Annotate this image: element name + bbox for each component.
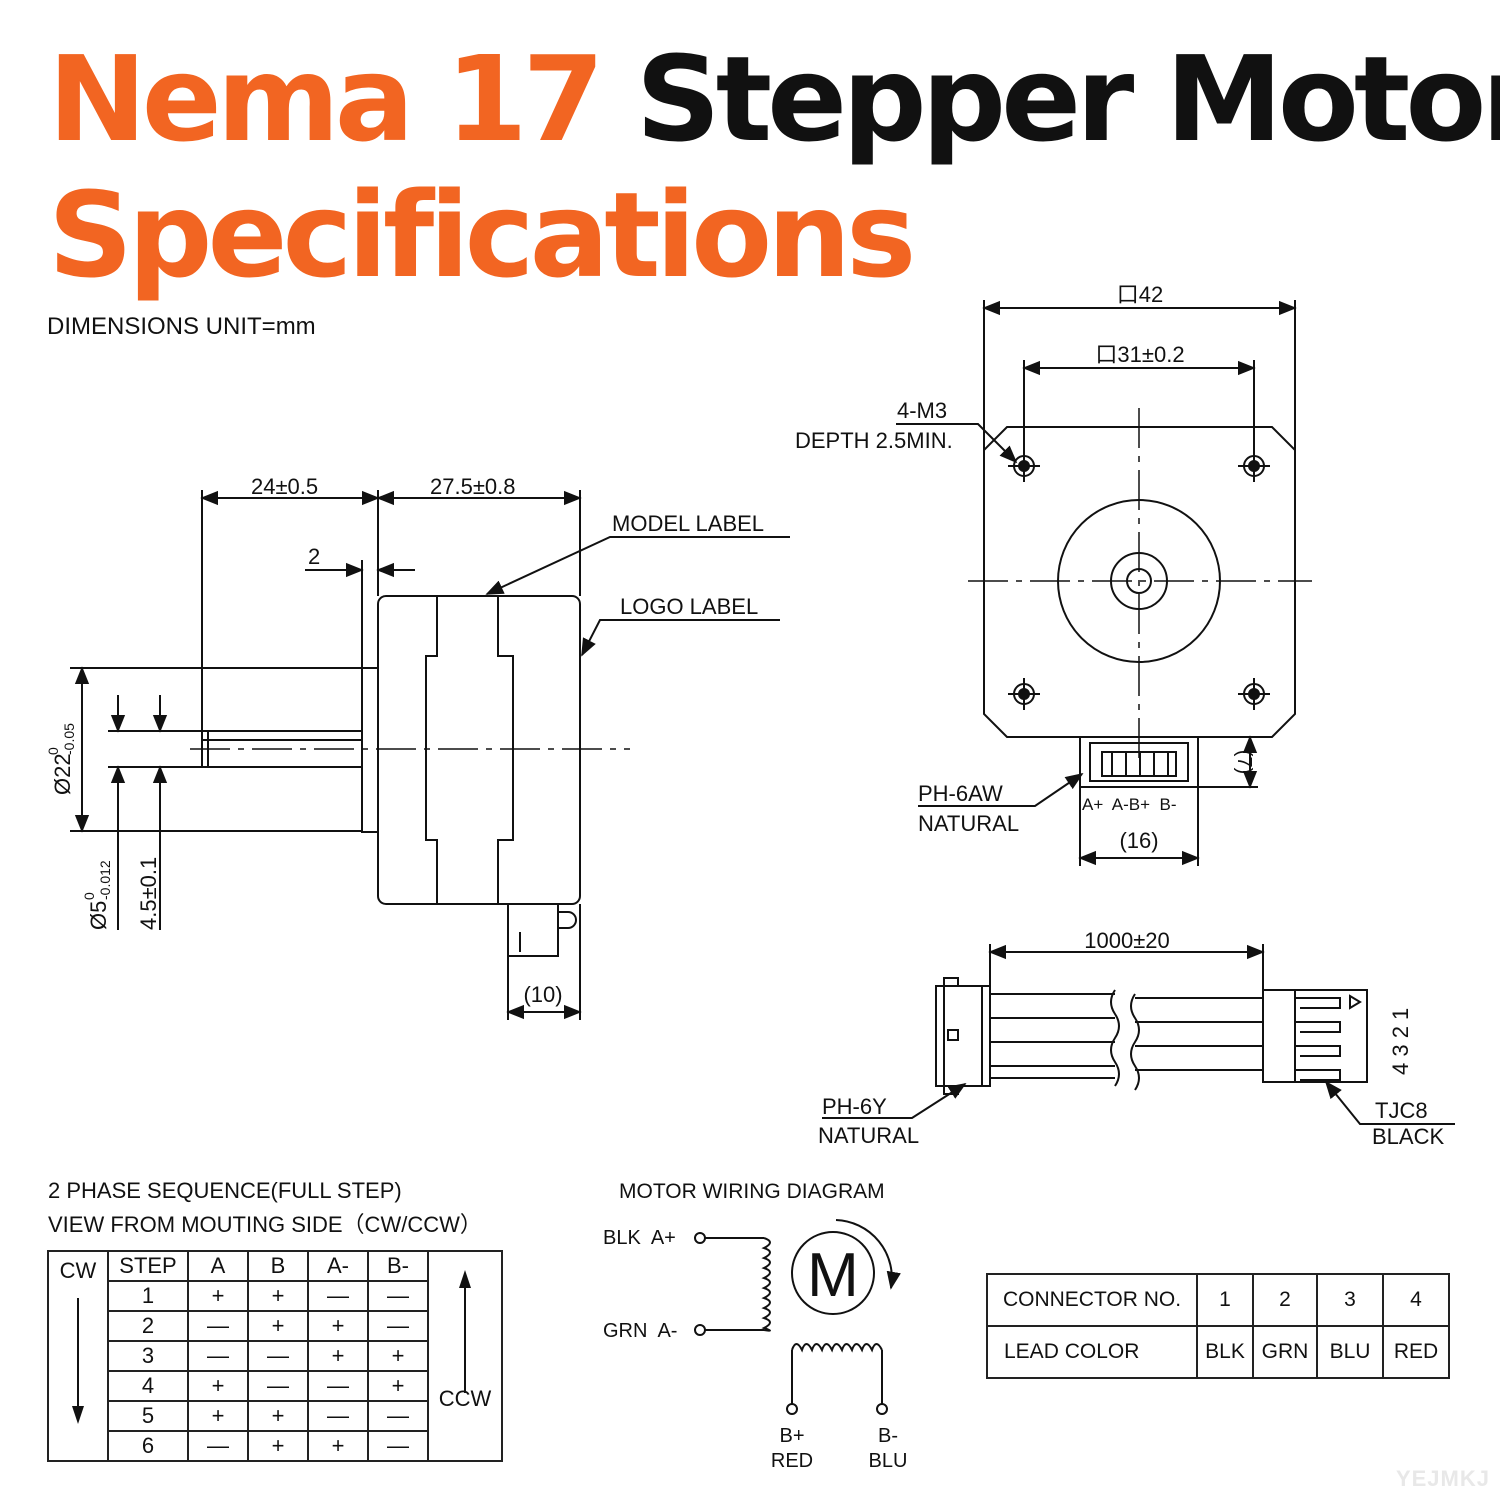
- sequence-heading-2: VIEW FROM MOUTING SIDE（CW/CCW）: [48, 1212, 482, 1237]
- body-groove-left: [425, 596, 438, 904]
- ph-6aw-natural: NATURAL: [918, 811, 1019, 836]
- ccw-arrow-icon: [459, 1270, 471, 1393]
- cable-length: 1000±20: [1084, 928, 1170, 953]
- lead-color-3: BLU: [1316, 1325, 1384, 1379]
- wiring-title: MOTOR WIRING DIAGRAM: [619, 1180, 885, 1203]
- dim-7: (7): [1233, 750, 1255, 774]
- motor-letter: M: [807, 1241, 859, 1310]
- connector-no-3: 3: [1316, 1273, 1384, 1327]
- title-stepper-motor: Stepper Motor: [635, 30, 1500, 168]
- table-row: 4+——+: [48, 1370, 502, 1402]
- svg-text:Ø5: Ø5: [86, 901, 111, 930]
- table-row: 1++——: [48, 1280, 502, 1312]
- tjc8-pin-numbers: 4 3 2 1: [1388, 1008, 1413, 1075]
- ph-6y-natural: NATURAL: [818, 1123, 919, 1148]
- header-a-minus: A-: [307, 1250, 369, 1282]
- tjc8-black: BLACK: [1372, 1124, 1444, 1149]
- ccw-column: CCW: [427, 1250, 503, 1462]
- dim-4-5: 4.5±0.1: [136, 857, 161, 930]
- screw-spec-2: DEPTH 2.5MIN.: [795, 428, 953, 453]
- motor-symbol-icon: [791, 1231, 875, 1315]
- label-blu: BLU: [869, 1450, 908, 1472]
- table-row: 3——++: [48, 1340, 502, 1372]
- body-groove-right: [497, 596, 514, 904]
- label-grn-a-minus: GRN A-: [603, 1320, 677, 1342]
- dim-10: (10): [523, 982, 562, 1007]
- coil-a-icon: [761, 1237, 771, 1332]
- svg-text:0: 0: [45, 747, 61, 755]
- table-row: 6—++—: [48, 1430, 502, 1462]
- table-row: CW STEP A B A- B- CCW: [47, 1250, 503, 1462]
- phase-sequence-table: CW STEP A B A- B- CCW 1++—— 2—++— 3——++ …: [47, 1250, 503, 1462]
- table-row: CONNECTOR NO. 1 2 3 4: [986, 1273, 1450, 1327]
- cw-arrow-icon: [72, 1298, 84, 1424]
- connector-housing: [507, 903, 559, 957]
- lead-color-4: RED: [1382, 1325, 1450, 1379]
- pin-labels: A+ A-B+ B-: [1082, 795, 1177, 814]
- label-b-plus: B+: [779, 1425, 804, 1447]
- terminal-b-plus: [786, 1403, 798, 1415]
- sequence-heading-1: 2 PHASE SEQUENCE(FULL STEP): [48, 1178, 402, 1203]
- page-title-line-1: Nema 17 Stepper Motor: [48, 40, 1500, 158]
- lead-color-2: GRN: [1252, 1325, 1318, 1379]
- ph-6aw-connector: [1079, 736, 1199, 788]
- table-row: 5++——: [48, 1400, 502, 1432]
- connector-no-label: CONNECTOR NO.: [986, 1273, 1198, 1327]
- dim-2: 2: [308, 544, 320, 569]
- svg-text:-0.012: -0.012: [97, 860, 113, 900]
- tjc8-label: TJC8: [1375, 1098, 1428, 1123]
- motor-face: [983, 426, 1296, 738]
- model-label: MODEL LABEL: [612, 511, 764, 536]
- units-note: DIMENSIONS UNIT=mm: [47, 313, 316, 340]
- screw-spec-1: 4-M3: [897, 398, 947, 423]
- connector-table: CONNECTOR NO. 1 2 3 4 LEAD COLOR BLK GRN…: [986, 1273, 1450, 1379]
- dim-16: (16): [1119, 828, 1158, 853]
- lead-color-label: LEAD COLOR: [986, 1325, 1198, 1379]
- screw-holes: [1008, 450, 1270, 710]
- terminal-b-minus: [876, 1403, 888, 1415]
- svg-text:0: 0: [81, 892, 97, 900]
- logo-label: LOGO LABEL: [620, 594, 758, 619]
- label-b-minus: B-: [878, 1425, 898, 1447]
- cw-column: CW: [47, 1250, 109, 1462]
- terminal-a-plus: [694, 1232, 706, 1244]
- label-blk-a-plus: BLK A+: [603, 1227, 676, 1249]
- lead-color-1: BLK: [1196, 1325, 1254, 1379]
- page-title-line-2: Specifications: [48, 166, 916, 304]
- connector-no-4: 4: [1382, 1273, 1450, 1327]
- header-b-minus: B-: [367, 1250, 429, 1282]
- dim-42: 口42: [1117, 282, 1163, 307]
- connector-no-1: 1: [1196, 1273, 1254, 1327]
- dim-dia5: Ø5 0 -0.012: [81, 860, 113, 930]
- ph-6aw-label: PH-6AW: [918, 781, 1003, 806]
- table-row: 2—++—: [48, 1310, 502, 1342]
- table-row: LEAD COLOR BLK GRN BLU RED: [986, 1325, 1450, 1379]
- dim-dia22: Ø22 0 -0.05: [45, 723, 77, 795]
- header-b: B: [247, 1250, 309, 1282]
- tjc8-connector: [1262, 989, 1368, 1083]
- rotation-arrow-icon: [835, 1219, 901, 1290]
- dim-24: 24±0.5: [251, 474, 318, 499]
- title-nema17: Nema 17: [48, 30, 605, 168]
- cw-label: CW: [59, 1258, 97, 1283]
- svg-text:Ø22: Ø22: [50, 753, 75, 795]
- label-red: RED: [771, 1450, 813, 1472]
- watermark: YEJMKJ: [1395, 1466, 1490, 1491]
- svg-text:-0.05: -0.05: [61, 723, 77, 755]
- header-a: A: [187, 1250, 249, 1282]
- header-step: STEP: [107, 1250, 189, 1282]
- ph-6y-label: PH-6Y: [822, 1094, 887, 1119]
- coil-b-icon: [791, 1343, 883, 1353]
- dim-31: 口31±0.2: [1095, 342, 1184, 367]
- connector-no-2: 2: [1252, 1273, 1318, 1327]
- dim-27-5: 27.5±0.8: [430, 474, 515, 499]
- terminal-a-minus: [694, 1324, 706, 1336]
